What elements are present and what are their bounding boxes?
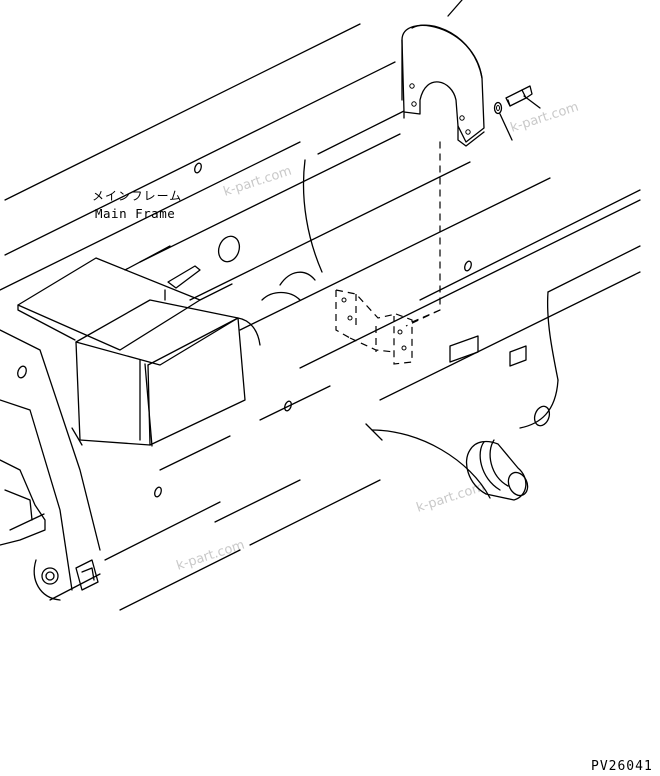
mounting-bracket — [335, 140, 441, 365]
left-arm — [0, 329, 101, 601]
main-frame-label-en: Main Frame — [95, 206, 175, 221]
bumper-assembly — [17, 245, 316, 447]
main-frame-label-jp: メインフレーム — [92, 189, 182, 203]
watermark: k-part.com — [509, 100, 581, 136]
watermark: k-part.com — [222, 164, 294, 200]
watermark: k-part.com — [175, 538, 247, 574]
main-frame-outline — [0, 23, 641, 611]
bolt-and-washer — [493, 85, 541, 141]
frame-boss — [465, 439, 529, 501]
tow-hook — [401, 0, 485, 147]
drawing-code: PV26041 — [591, 759, 653, 774]
frame-holes — [17, 162, 551, 498]
